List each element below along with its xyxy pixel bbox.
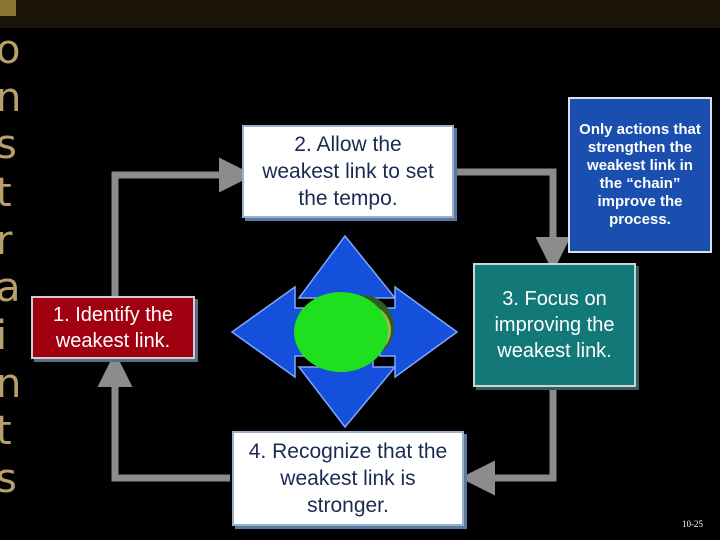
connector-arrow-3-to-4	[460, 386, 557, 496]
side-title-letter: n	[0, 75, 22, 121]
step-2-box: 2. Allow the weakest link to set the tem…	[242, 125, 454, 218]
step-3-box: 3. Focus on improving the weakest link.	[473, 263, 636, 387]
side-title-letter: o	[0, 27, 21, 73]
side-title-letter: s	[0, 122, 17, 168]
connector-arrow-1-to-2	[111, 157, 254, 298]
connector-arrow-4-to-1	[97, 352, 230, 482]
side-title-letter: t	[0, 408, 12, 454]
side-title-letter: a	[0, 265, 21, 311]
connector-arrow-2-to-3	[456, 168, 571, 272]
title-fragment	[0, 0, 16, 16]
side-title-letter: r	[0, 218, 13, 264]
side-title-letter: t	[0, 170, 12, 216]
step-4-label: 4. Recognize that the weakest link is st…	[248, 440, 448, 517]
step-3-label: 3. Focus on improving the weakest link.	[494, 288, 615, 362]
side-title-letter: n	[0, 361, 22, 407]
center-circle	[294, 292, 388, 372]
step-2-label: 2. Allow the weakest link to set the tem…	[262, 133, 434, 210]
side-title-letter: s	[0, 456, 17, 502]
step-4-box: 4. Recognize that the weakest link is st…	[232, 431, 464, 526]
note-label: Only actions that strengthen the weakest…	[579, 121, 701, 228]
note-box: Only actions that strengthen the weakest…	[568, 97, 712, 253]
top-banner	[0, 0, 720, 28]
side-title-letter: i	[0, 313, 8, 359]
step-1-label: 1. Identify the weakest link.	[52, 303, 174, 352]
step-1-box: 1. Identify the weakest link.	[31, 296, 195, 359]
page-number: 10-25	[682, 519, 703, 529]
